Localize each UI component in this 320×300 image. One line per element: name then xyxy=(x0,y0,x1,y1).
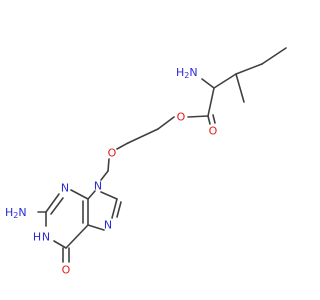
atom-n: N xyxy=(189,66,197,79)
bond-oether-ch2 xyxy=(107,158,110,172)
bond-ca-cb xyxy=(213,73,237,89)
bond-c4-n9 xyxy=(87,190,96,200)
bond-c8-n7 xyxy=(111,198,118,219)
atom-label-n9: N xyxy=(94,180,102,193)
bond-cb-ethyl xyxy=(235,63,263,75)
bond-carbonyl-oester xyxy=(187,115,209,118)
atom-n: N xyxy=(18,206,26,219)
bond-carbonyl-o-double xyxy=(212,114,216,124)
bond-cb-methyl xyxy=(235,73,245,103)
atom-subscript: 2 xyxy=(184,71,189,80)
atom-label-layer: H2N O O O N N N H2N H N O xyxy=(5,66,218,277)
bond-n1-c6 xyxy=(53,240,67,249)
atom-subscript: 2 xyxy=(13,211,18,220)
bond-ch2-oether xyxy=(116,142,129,150)
atom-label-o-ether: O xyxy=(108,147,117,160)
molecule-structure: H2N O O O N N N H2N H N O xyxy=(5,47,287,277)
atom-label-nh2-left: H2N xyxy=(5,206,27,220)
bond-c4-n3 xyxy=(70,189,89,200)
atom-label-o-carbonyl: O xyxy=(209,125,218,138)
atom-label-nh2-top: H2N xyxy=(176,66,198,80)
bond-ch2-ch2 xyxy=(127,128,159,144)
bond-n9-c8 xyxy=(100,191,118,200)
bond-ethyl-methyl xyxy=(261,47,287,65)
bond-ca-carbonyl xyxy=(207,87,215,117)
bond-c8-n7-double xyxy=(116,201,122,218)
bond-oester-ch2 xyxy=(157,116,175,130)
atom-label-o-ester: O xyxy=(177,111,186,124)
atom-h: H xyxy=(176,66,184,79)
bond-ch2-n9 xyxy=(100,170,109,181)
atom-label-o-keto: O xyxy=(62,264,71,277)
atom-label-n1: N xyxy=(42,231,50,244)
bond-c6-c5 xyxy=(65,224,89,249)
bond-n7-c5 xyxy=(87,224,105,231)
atom-label-n7: N xyxy=(104,219,112,232)
bond-n3-c2 xyxy=(45,193,60,213)
bond-carbonyl-o xyxy=(207,115,211,125)
atom-label-n1-h: H xyxy=(33,231,41,244)
bond-ca-nh2 xyxy=(201,78,215,89)
bond-layer xyxy=(37,47,287,263)
bond-n3-c2-double xyxy=(50,197,64,215)
atom-h: H xyxy=(5,206,13,219)
atom-label-n3: N xyxy=(61,182,69,195)
